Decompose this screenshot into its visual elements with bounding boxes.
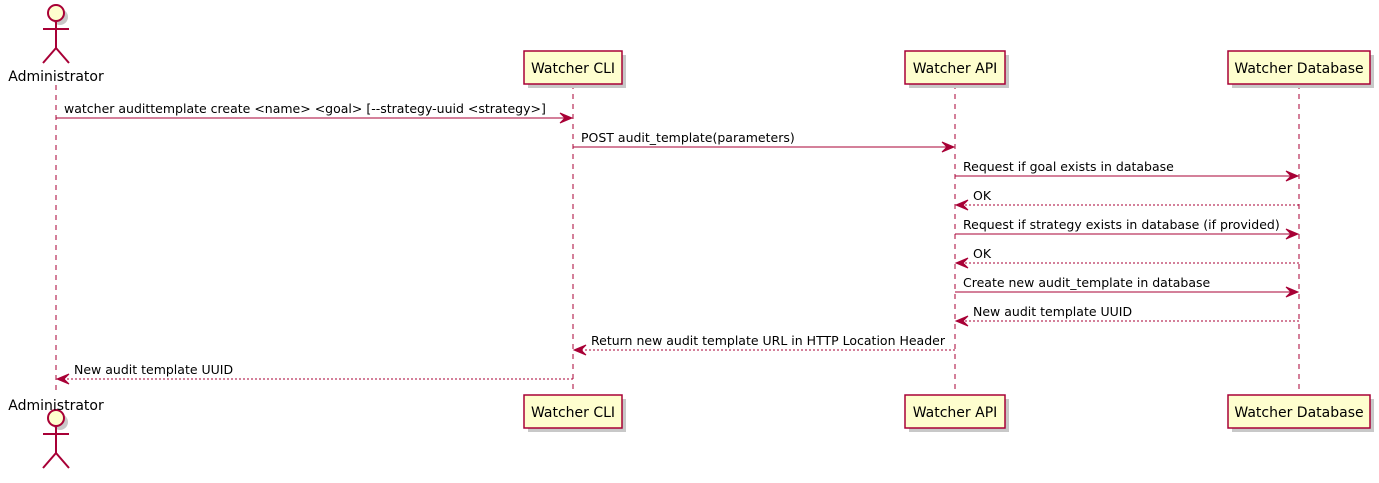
participant-box bbox=[904, 394, 1006, 429]
message-label: Return new audit template URL in HTTP Lo… bbox=[591, 333, 946, 348]
arrowhead-icon bbox=[941, 141, 956, 153]
actor-body-icon bbox=[42, 426, 70, 469]
arrowhead-icon bbox=[954, 257, 969, 269]
participant-label: Watcher Database bbox=[1234, 405, 1363, 421]
message-label: OK bbox=[973, 246, 992, 261]
message-label: watcher audittemplate create <name> <goa… bbox=[64, 101, 546, 116]
message-label: POST audit_template(parameters) bbox=[581, 130, 795, 145]
actor-head-icon bbox=[47, 4, 65, 22]
message-label: New audit template UUID bbox=[74, 362, 233, 377]
message-4: OK bbox=[954, 188, 1299, 211]
message-2: POST audit_template(parameters) bbox=[573, 130, 956, 153]
message-5: Request if strategy exists in database (… bbox=[955, 217, 1300, 240]
arrowhead-icon bbox=[1285, 286, 1300, 298]
message-3: Request if goal exists in database bbox=[955, 159, 1300, 182]
arrowhead-icon bbox=[572, 344, 587, 356]
participant-box bbox=[523, 50, 623, 85]
message-label: OK bbox=[973, 188, 992, 203]
actor-body-icon bbox=[42, 21, 70, 64]
participant-box bbox=[523, 394, 623, 429]
participant-db-bottom: Watcher Database bbox=[1227, 394, 1374, 432]
arrowhead-icon bbox=[1285, 228, 1300, 240]
message-label: Create new audit_template in database bbox=[963, 275, 1210, 290]
participant-api-top: Watcher API bbox=[904, 50, 1009, 88]
participant-api-bottom: Watcher API bbox=[904, 394, 1009, 432]
arrowhead-icon bbox=[559, 112, 574, 124]
participant-label: Watcher CLI bbox=[531, 61, 615, 77]
message-10: New audit template UUID bbox=[55, 362, 573, 385]
participant-db-top: Watcher Database bbox=[1227, 50, 1374, 88]
participant-cli-bottom: Watcher CLI bbox=[523, 394, 626, 432]
participant-label: Watcher Database bbox=[1234, 61, 1363, 77]
arrowhead-icon bbox=[954, 199, 969, 211]
participant-box bbox=[1227, 394, 1371, 429]
participant-label: Watcher CLI bbox=[531, 405, 615, 421]
message-8: New audit template UUID bbox=[954, 304, 1299, 327]
participant-cli-top: Watcher CLI bbox=[523, 50, 626, 88]
arrowhead-icon bbox=[1285, 170, 1300, 182]
participant-label: Watcher API bbox=[913, 405, 998, 421]
participant-label: Watcher API bbox=[913, 61, 998, 77]
message-1: watcher audittemplate create <name> <goa… bbox=[56, 101, 574, 124]
participant-box bbox=[904, 50, 1006, 85]
message-6: OK bbox=[954, 246, 1299, 269]
arrowhead-icon bbox=[954, 315, 969, 327]
actor-top: Administrator bbox=[8, 4, 104, 85]
message-label: Request if goal exists in database bbox=[963, 159, 1174, 174]
message-9: Return new audit template URL in HTTP Lo… bbox=[572, 333, 955, 356]
message-7: Create new audit_template in database bbox=[955, 275, 1300, 298]
actor-label: Administrator bbox=[8, 398, 104, 414]
actor-label: Administrator bbox=[8, 69, 104, 85]
actor-bottom: Administrator bbox=[8, 398, 104, 469]
message-label: Request if strategy exists in database (… bbox=[963, 217, 1280, 232]
arrowhead-icon bbox=[55, 373, 70, 385]
message-label: New audit template UUID bbox=[973, 304, 1132, 319]
participant-box bbox=[1227, 50, 1371, 85]
